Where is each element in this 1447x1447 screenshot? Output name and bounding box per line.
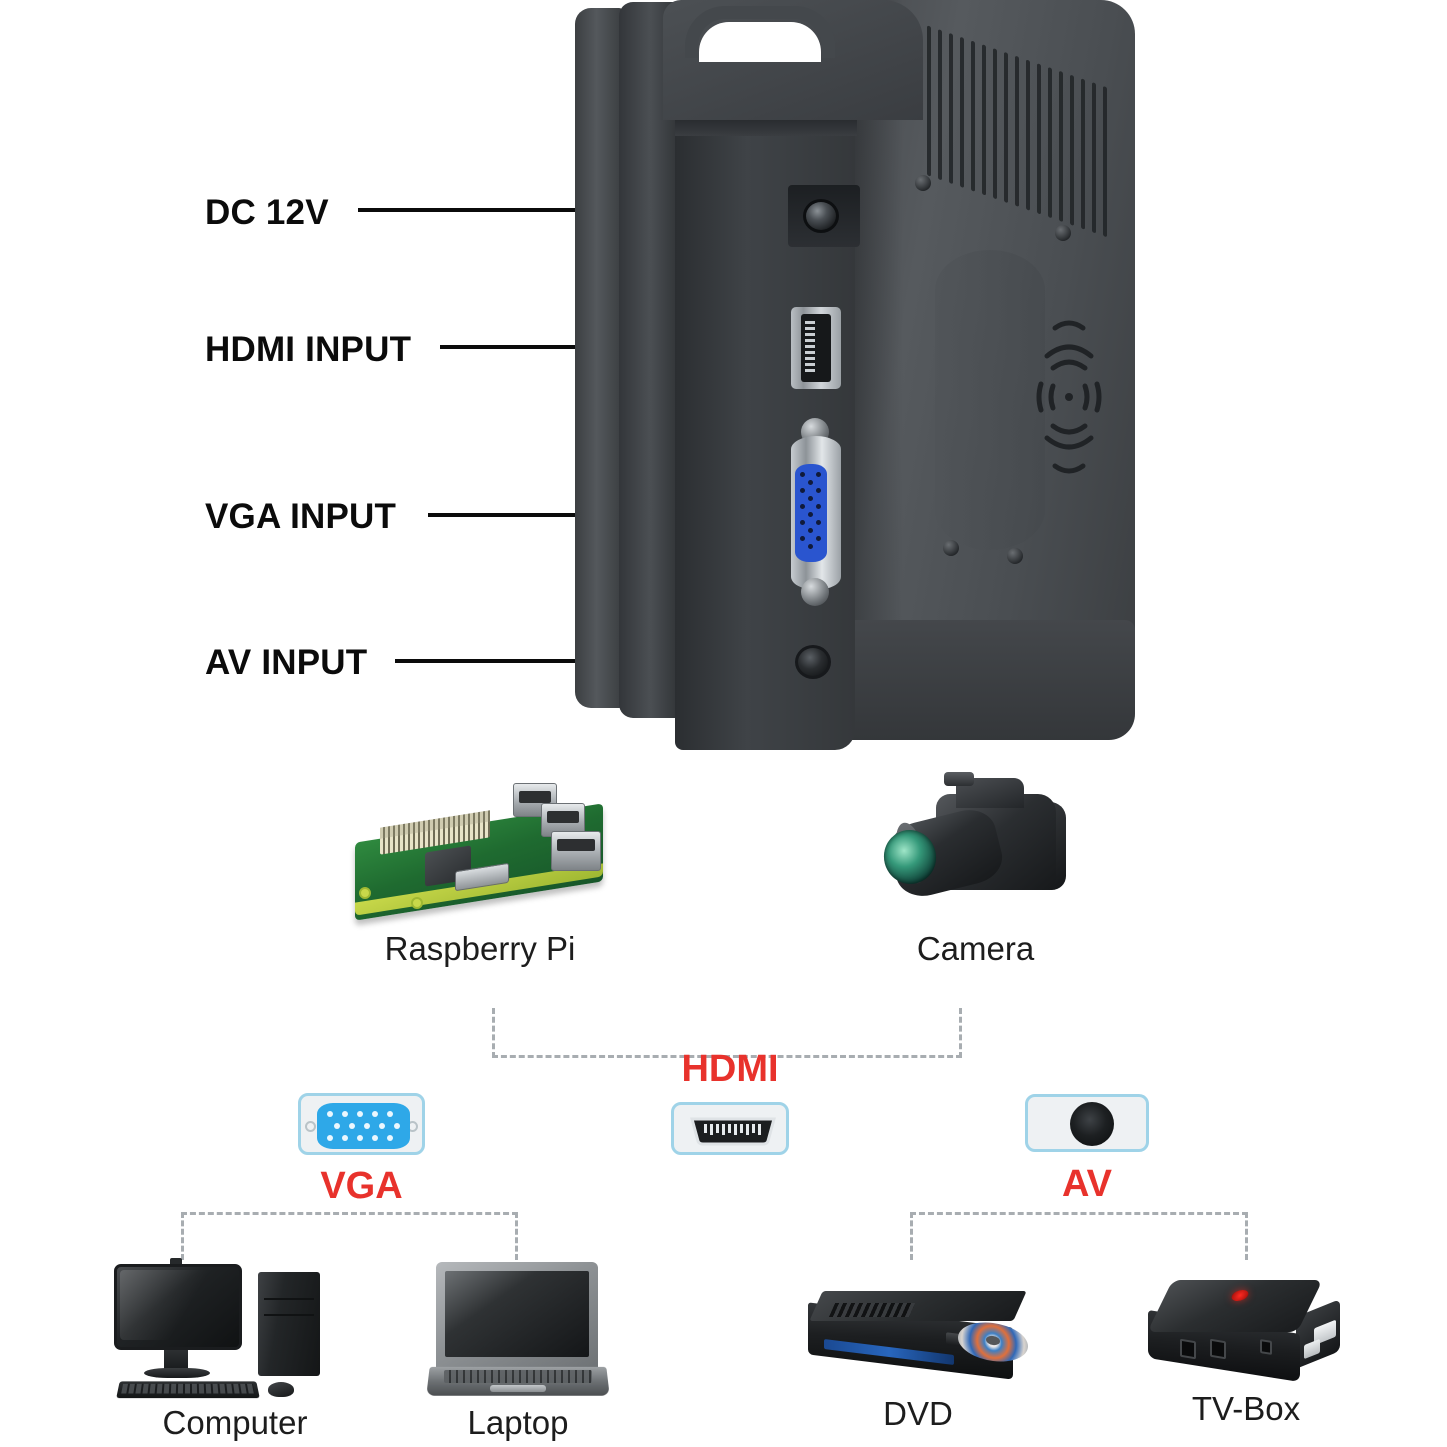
computer-webcam — [170, 1258, 182, 1266]
device-raspberry-pi: Raspberry Pi — [345, 775, 615, 967]
vga-connector-icon — [298, 1093, 425, 1155]
bracket-vga-sources — [181, 1212, 518, 1260]
laptop-touchpad — [490, 1385, 546, 1392]
monitor-screw-hole — [1007, 548, 1023, 564]
callout-label-av: AV INPUT — [205, 643, 368, 682]
device-camera: Camera — [878, 772, 1073, 967]
tvbox-av-port — [1260, 1339, 1272, 1355]
computer-monitor — [114, 1264, 242, 1350]
computer-keyboard — [116, 1381, 260, 1399]
pi-mount-hole — [411, 897, 423, 909]
device-label-laptop: Laptop — [467, 1404, 569, 1441]
monitor-rear-view — [575, 0, 1135, 800]
hdmi-connector-icon — [671, 1102, 789, 1155]
tvbox-top-panel — [1147, 1280, 1323, 1332]
computer-stand-neck — [164, 1350, 188, 1370]
camera-flash — [944, 772, 974, 786]
computer-screen-glare — [120, 1270, 230, 1340]
tvbox-usb-port — [1180, 1338, 1196, 1360]
laptop-screen — [445, 1271, 589, 1357]
vga-thumbscrew — [801, 578, 829, 606]
vga-connector-pins — [325, 1109, 403, 1143]
av-jack-icon — [795, 645, 831, 679]
device-label-raspberry-pi: Raspberry Pi — [384, 930, 576, 967]
connector-title-vga: VGA — [320, 1165, 403, 1207]
computer-stand-base — [144, 1368, 210, 1378]
monitor-screw-hole — [943, 540, 959, 556]
device-computer: Computer — [100, 1258, 385, 1441]
monitor-side-edge — [619, 2, 681, 718]
av-connector-icon — [1025, 1094, 1149, 1152]
connector-title-av: AV — [1062, 1163, 1112, 1205]
device-tv-box: TV-Box — [1147, 1278, 1348, 1427]
speaker-grille-icon — [1027, 312, 1111, 482]
dvd-vent-slots — [828, 1303, 916, 1317]
laptop-keyboard — [444, 1370, 592, 1383]
vga-port-icon — [785, 418, 847, 608]
callout-label-hdmi: HDMI INPUT — [205, 330, 412, 369]
bracket-hdmi-sources — [492, 1008, 962, 1058]
device-laptop: Laptop — [426, 1262, 610, 1441]
computer-mouse — [268, 1382, 294, 1397]
tvbox-usb-port — [1210, 1338, 1226, 1360]
monitor-vesa-recess — [935, 250, 1045, 550]
hdmi-port-icon — [791, 307, 841, 389]
callout-label-vga: VGA INPUT — [205, 497, 397, 536]
device-label-camera: Camera — [916, 930, 1035, 967]
monitor-lower-shell — [833, 620, 1135, 740]
monitor-screw-hole — [1055, 225, 1071, 241]
computer-tower — [258, 1272, 320, 1376]
pi-mount-hole — [359, 887, 371, 899]
dc-barrel-jack-icon — [803, 199, 839, 233]
device-label-dvd: DVD — [883, 1395, 953, 1432]
vga-pin-array — [799, 470, 823, 556]
callout-label-dc: DC 12V — [205, 193, 329, 232]
pi-ethernet-port — [551, 831, 601, 871]
bracket-av-sources — [910, 1212, 1248, 1260]
device-label-computer: Computer — [162, 1404, 308, 1441]
connector-title-hdmi: HDMI — [681, 1048, 779, 1090]
device-dvd: DVD — [808, 1285, 1040, 1432]
monitor-screw-hole — [915, 175, 931, 191]
device-label-tv-box: TV-Box — [1191, 1390, 1301, 1427]
monitor-handle-opening — [699, 22, 821, 62]
monitor-front-bezel-edge — [575, 8, 623, 708]
